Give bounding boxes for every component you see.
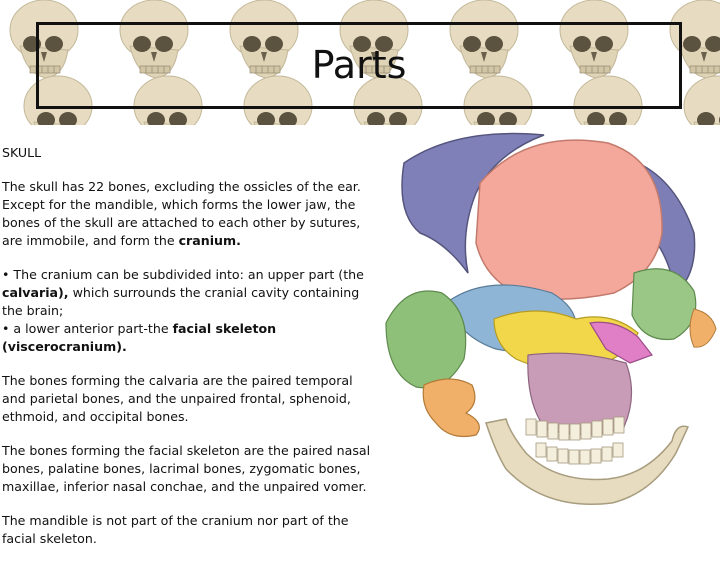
lower-teeth [535,442,624,465]
paragraph-calvaria: The bones forming the calvaria are the p… [2,373,353,424]
bullet-2-text: • a lower anterior part-the [2,321,173,336]
upper-teeth [525,416,625,441]
palatine-bone [422,378,480,438]
lacrimal-bone [689,308,717,348]
paragraph-subdivisions: • The cranium can be subdivided into: an… [2,266,374,356]
paragraph-facial: The bones forming the facial skeleton ar… [2,443,371,494]
slide-title: Parts [311,43,407,87]
intro-text: The skull has 22 bones, excluding the os… [2,179,361,248]
skull-bones-svg [385,132,717,506]
bullet-1-text: • The cranium can be subdivided into: an… [2,267,364,282]
parietal-bone [401,132,545,274]
term-cranium: cranium. [178,233,241,248]
term-facial-skeleton: facial skeleton (viscerocranium). [2,321,277,354]
mandible-bone [485,418,690,506]
paragraph-mandible: The mandible is not part of the cranium … [2,513,349,546]
title-frame: Parts [36,22,682,109]
exploded-skull-illustration [376,123,720,540]
bullet-1-rest: which surrounds the cranial cavity conta… [2,285,360,318]
paragraph-intro: The skull has 22 bones, excluding the os… [2,178,374,250]
term-calvaria: calvaria), [2,285,69,300]
heading-skull: SKULL [2,145,42,160]
slide-body: SKULL The skull has 22 bones, excluding … [2,144,374,564]
temporal-bone-left [385,290,467,389]
nasal-bone [589,321,653,364]
